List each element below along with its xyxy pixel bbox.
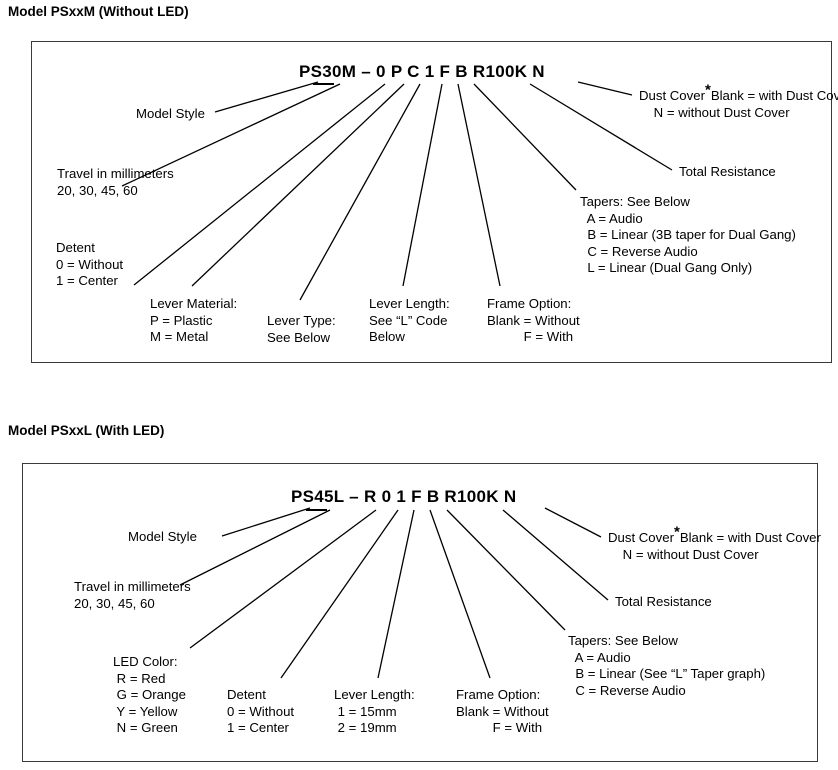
dust-cover-body-psxxm: Blank = with Dust Cover N = without Dust…: [653, 88, 838, 120]
label-tapers-psxxm: Tapers: See Below A = Audio B = Linear (…: [580, 194, 796, 275]
dust-cover-heading-psxxm: Dust Cover: [639, 88, 705, 103]
label-lever-length-psxxm: Lever Length: See “L” Code Below: [369, 296, 450, 344]
label-frame-option-psxxl: Frame Option: Blank = Without F = With: [456, 687, 549, 735]
footnote-asterisk-psxxm: *: [704, 81, 711, 99]
label-lever-length-psxxl: Lever Length: 1 = 15mm 2 = 19mm: [334, 687, 415, 735]
label-travel-psxxm: Travel in millimeters 20, 30, 45, 60: [57, 166, 174, 198]
part-number-psxxm: PS30M – 0 P C 1 F B R100K N: [299, 62, 545, 81]
label-led-color-psxxl: LED Color: R = Red G = Orange Y = Yellow…: [113, 654, 186, 735]
label-total-resistance-psxxm: Total Resistance: [679, 164, 776, 179]
part-number-psxxl: PS45L – R 0 1 F B R100K N: [291, 487, 517, 506]
label-frame-option-psxxm: Frame Option: Blank = Without F = With: [487, 296, 580, 344]
section-title-psxxm: Model PSxxM (Without LED): [8, 4, 189, 19]
label-dust-cover-psxxl: Dust Cover*Blank = with Dust Cover N = w…: [608, 525, 821, 563]
label-lever-type-psxxm: Lever Type: See Below: [267, 313, 336, 345]
label-lever-material-psxxm: Lever Material: P = Plastic M = Metal: [150, 296, 238, 344]
label-detent-psxxm: Detent 0 = Without 1 = Center: [56, 240, 124, 288]
label-model-style-psxxl: Model Style: [128, 529, 197, 544]
diagram-box-psxxl: [22, 463, 818, 762]
dust-cover-heading-psxxl: Dust Cover: [608, 530, 674, 545]
section-title-psxxl: Model PSxxL (With LED): [8, 423, 165, 438]
label-dust-cover-psxxm: Dust Cover*Blank = with Dust Cover N = w…: [639, 83, 838, 121]
label-travel-psxxl: Travel in millimeters 20, 30, 45, 60: [74, 579, 191, 611]
label-total-resistance-psxxl: Total Resistance: [615, 594, 712, 609]
dust-cover-body-psxxl: Blank = with Dust Cover N = without Dust…: [622, 530, 821, 562]
label-model-style-psxxm: Model Style: [136, 106, 205, 121]
label-tapers-psxxl: Tapers: See Below A = Audio B = Linear (…: [568, 633, 766, 698]
label-detent-psxxl: Detent 0 = Without 1 = Center: [227, 687, 295, 735]
footnote-asterisk-psxxl: *: [673, 523, 680, 541]
